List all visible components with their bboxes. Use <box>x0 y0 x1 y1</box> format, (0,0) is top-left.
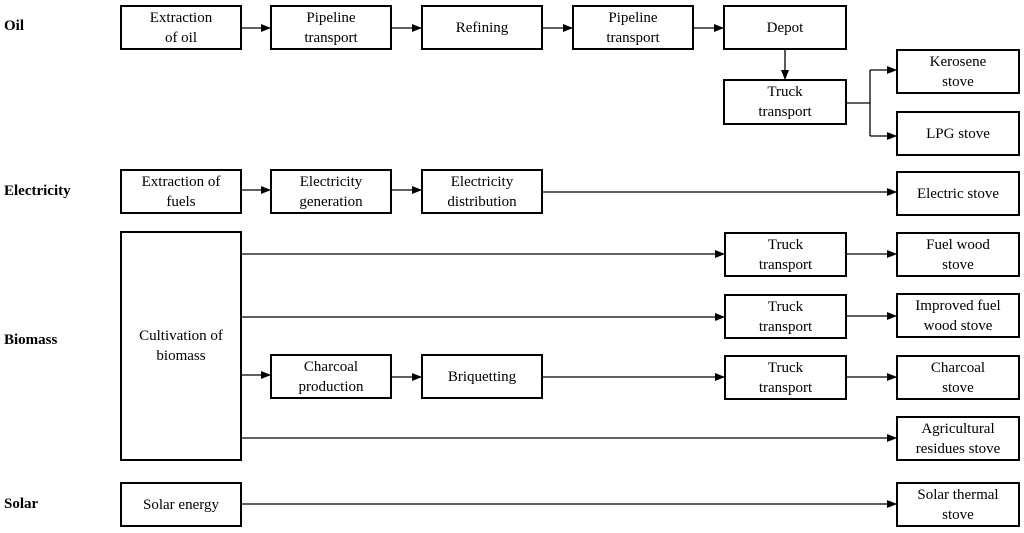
node-charcoal-stove: Charcoal stove <box>896 355 1020 400</box>
category-oil: Oil <box>4 18 25 34</box>
category-solar: Solar <box>4 496 39 512</box>
node-improved-fuel-wood-stove: Improved fuel wood stove <box>896 293 1020 338</box>
node-cultivation-of-biomass: Cultivation of biomass <box>120 231 242 461</box>
node-pipeline-transport-2: Pipeline transport <box>572 5 694 50</box>
node-solar-energy: Solar energy <box>120 482 242 527</box>
node-agricultural-residues-stove: Agricultural residues stove <box>896 416 1020 461</box>
node-kerosene-stove: Kerosene stove <box>896 49 1020 94</box>
node-truck-transport-improved: Truck transport <box>724 294 847 339</box>
node-extraction-of-oil: Extraction of oil <box>120 5 242 50</box>
category-biomass: Biomass <box>4 332 58 348</box>
node-electricity-generation: Electricity generation <box>270 169 392 214</box>
node-electricity-distribution: Electricity distribution <box>421 169 543 214</box>
node-briquetting: Briquetting <box>421 354 543 399</box>
node-charcoal-production: Charcoal production <box>270 354 392 399</box>
category-electricity: Electricity <box>4 183 71 199</box>
node-solar-thermal-stove: Solar thermal stove <box>896 482 1020 527</box>
node-extraction-of-fuels: Extraction of fuels <box>120 169 242 214</box>
node-fuel-wood-stove: Fuel wood stove <box>896 232 1020 277</box>
node-truck-transport-charcoal: Truck transport <box>724 355 847 400</box>
node-refining: Refining <box>421 5 543 50</box>
node-truck-transport-fuelwood: Truck transport <box>724 232 847 277</box>
node-pipeline-transport-1: Pipeline transport <box>270 5 392 50</box>
node-electric-stove: Electric stove <box>896 171 1020 216</box>
node-lpg-stove: LPG stove <box>896 111 1020 156</box>
node-truck-transport-oil: Truck transport <box>723 79 847 125</box>
node-depot: Depot <box>723 5 847 50</box>
